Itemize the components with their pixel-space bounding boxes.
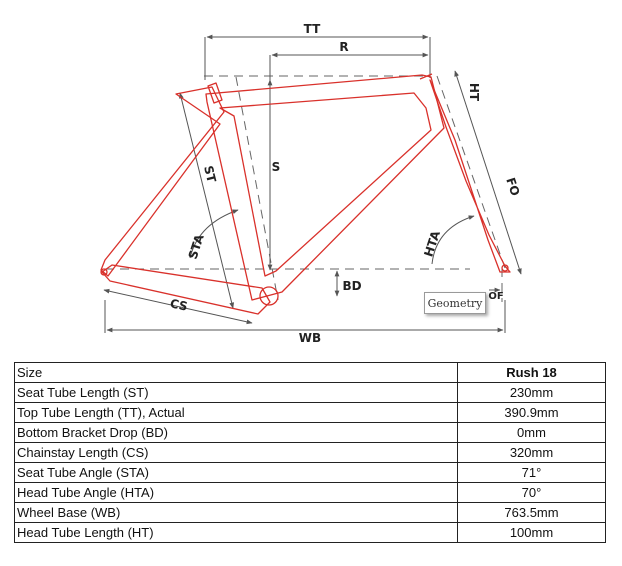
label-ht: HT [467, 83, 481, 102]
row-value: 100mm [457, 522, 606, 543]
row-label: Top Tube Length (TT), Actual [14, 402, 458, 423]
table-header-row: Size Rush 18 [14, 362, 606, 383]
bike-frame [100, 73, 511, 315]
row-value: 71° [457, 462, 606, 483]
seat-tube-top [207, 82, 223, 104]
row-value: 70° [457, 482, 606, 503]
label-bd: BD [342, 279, 361, 293]
table-row: Wheel Base (WB)763.5mm [14, 502, 606, 523]
header-size-label: Size [14, 362, 458, 383]
chain-stay [101, 264, 271, 315]
row-value: 0mm [457, 422, 606, 443]
row-label: Wheel Base (WB) [14, 502, 458, 523]
row-label: Seat Tube Angle (STA) [14, 462, 458, 483]
row-label: Head Tube Length (HT) [14, 522, 458, 543]
label-wb: WB [299, 331, 321, 345]
row-label: Seat Tube Length (ST) [14, 382, 458, 403]
table-row: Seat Tube Angle (STA)71° [14, 462, 606, 483]
row-label: Bottom Bracket Drop (BD) [14, 422, 458, 443]
row-label: Chainstay Length (CS) [14, 442, 458, 463]
table-row: Head Tube Angle (HTA)70° [14, 482, 606, 503]
row-value: 763.5mm [457, 502, 606, 523]
label-s: S [272, 160, 281, 174]
label-st: ST [201, 164, 219, 185]
table-row: Head Tube Length (HT)100mm [14, 522, 606, 543]
label-tt: TT [304, 22, 321, 36]
label-r: R [339, 40, 348, 54]
dimension-lines [103, 34, 522, 333]
table-row: Seat Tube Length (ST)230mm [14, 382, 606, 403]
label-of: OF [488, 291, 503, 302]
dimension-labels: TT R HT S ST FO STA HTA BD CS OF WB [169, 22, 523, 345]
label-fo: FO [503, 176, 522, 198]
main-triangle-inner [219, 92, 432, 277]
bottom-bracket [259, 286, 279, 306]
row-value: 230mm [457, 382, 606, 403]
main-triangle-outer [205, 74, 445, 301]
geometry-badge: Geometry [424, 292, 486, 314]
table-row: Bottom Bracket Drop (BD)0mm [14, 422, 606, 443]
row-value: 390.9mm [457, 402, 606, 423]
seat-stay [100, 86, 225, 277]
frame-geometry-diagram: TT R HT S ST FO STA HTA BD CS OF WB [100, 22, 523, 345]
label-hta: HTA [421, 228, 443, 258]
row-label: Head Tube Angle (HTA) [14, 482, 458, 503]
label-cs: CS [169, 296, 189, 313]
header-model-name: Rush 18 [457, 362, 606, 383]
row-value: 320mm [457, 442, 606, 463]
table-row: Chainstay Length (CS)320mm [14, 442, 606, 463]
fork [429, 79, 511, 273]
label-sta: STA [186, 232, 207, 261]
